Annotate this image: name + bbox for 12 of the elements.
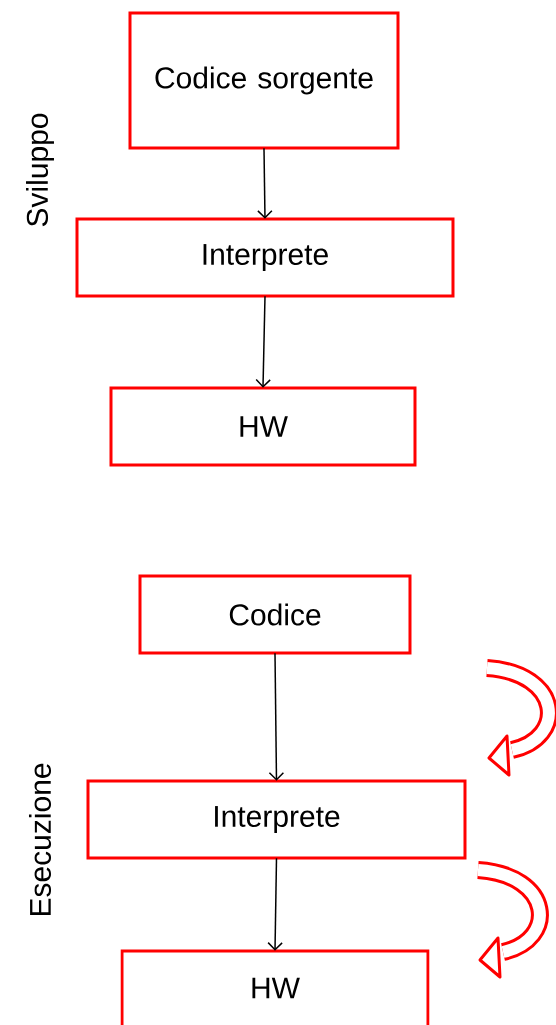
section-label: Sviluppo <box>26 113 54 227</box>
process-box: Interprete <box>86 779 467 860</box>
arrow <box>267 857 283 951</box>
process-box: Codice <box>138 574 412 655</box>
process-box: HW <box>109 386 417 467</box>
process-box: Interprete <box>75 217 455 298</box>
process-box: Codice sorgente <box>128 11 400 150</box>
process-box: HW <box>120 949 430 1025</box>
arrow <box>257 147 273 219</box>
section-label: Esecuzione <box>29 763 51 916</box>
arrow <box>255 295 271 388</box>
arrow <box>268 652 285 781</box>
